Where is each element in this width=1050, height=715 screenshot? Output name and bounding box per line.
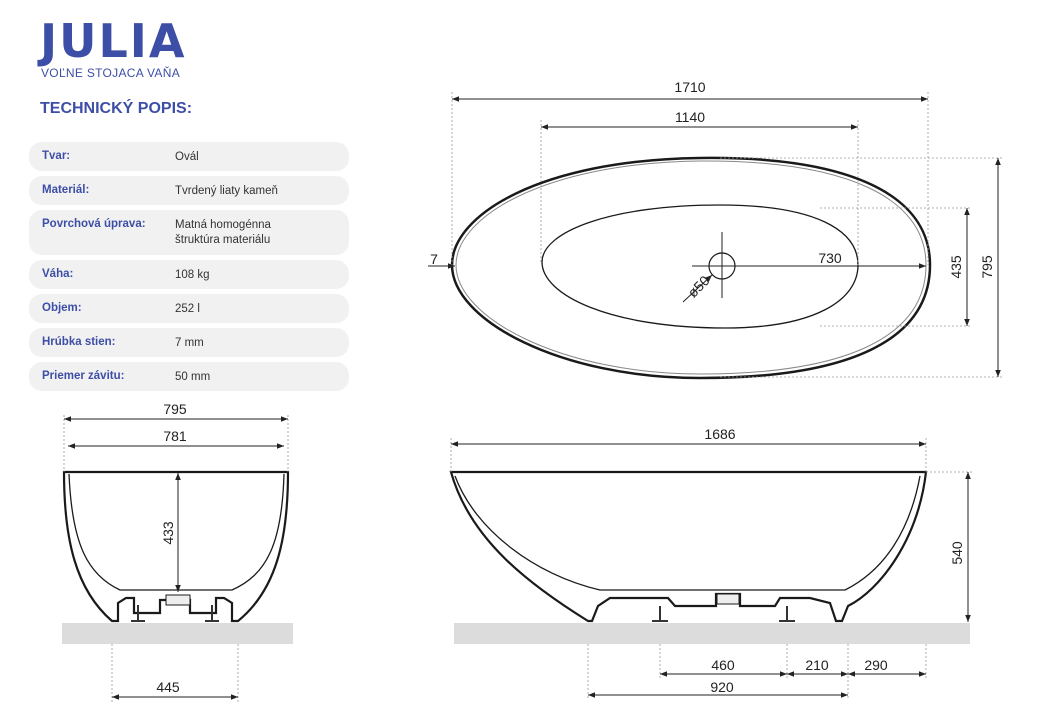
end-outer-label: 795 xyxy=(163,401,187,417)
dim-inner-label: 1140 xyxy=(675,109,705,125)
spec-key: Priemer závitu: xyxy=(42,370,125,382)
top-view: 1710 1140 7 730 ø50 435 795 xyxy=(428,79,1003,380)
side-height-label: 540 xyxy=(949,541,965,565)
side-floor-block xyxy=(454,623,970,644)
floor-block xyxy=(62,623,293,644)
side-length-label: 1686 xyxy=(704,426,735,442)
spec-row-volume: Objem: 252 l xyxy=(29,294,349,323)
dim-wall-label: 7 xyxy=(430,251,438,267)
spec-value: Matná homogénna štruktúra materiálu xyxy=(175,219,271,246)
spec-value: 108 kg xyxy=(175,269,210,281)
side-d3-label: 290 xyxy=(864,657,888,673)
spec-row-thread: Priemer závitu: 50 mm xyxy=(29,362,349,391)
side-d4-label: 920 xyxy=(710,679,734,695)
side-d1-label: 460 xyxy=(711,657,735,673)
spec-row-shape: Tvar: Ovál xyxy=(29,142,349,171)
side-d2-label: 210 xyxy=(805,657,829,673)
spec-value: 50 mm xyxy=(175,371,211,383)
product-subtitle: VOĽNE STOJACA VAŇA xyxy=(41,66,180,80)
spec-value: Ovál xyxy=(175,151,199,163)
spec-row-weight: Váha: 108 kg xyxy=(29,260,349,289)
product-title: JULIA xyxy=(40,14,187,68)
side-tub-inner xyxy=(454,475,921,591)
side-view: 1686 540 460 210 290 920 xyxy=(449,426,972,700)
dim-drain-offset-label: 730 xyxy=(818,250,842,266)
side-tub-shell xyxy=(449,470,928,623)
spec-row-material: Materiál: Tvrdený liaty kameň xyxy=(29,176,349,205)
end-view: 795 781 433 445 xyxy=(62,401,293,702)
spec-value: Tvrdený liaty kameň xyxy=(175,185,278,197)
end-inner-label: 781 xyxy=(163,428,187,444)
end-drain xyxy=(165,594,191,606)
spec-value: 252 l xyxy=(175,303,200,315)
spec-key: Hrúbka stien: xyxy=(42,336,116,348)
dim-length-label: 1710 xyxy=(674,79,705,95)
section-heading: TECHNICKÝ POPIS: xyxy=(40,100,193,117)
dim-inner-width-label: 435 xyxy=(948,255,964,279)
spec-row-wall: Hrúbka stien: 7 mm xyxy=(29,328,349,357)
spec-key: Tvar: xyxy=(42,150,71,162)
spec-value: 7 mm xyxy=(175,337,204,349)
spec-key: Materiál: xyxy=(42,184,90,196)
end-depth-label: 433 xyxy=(160,521,176,545)
end-feet-label: 445 xyxy=(156,679,180,695)
tub-rim-line xyxy=(455,160,927,375)
spec-table: Tvar: Ovál Materiál: Tvrdený liaty kameň P… xyxy=(29,142,349,396)
tub-outer-outline xyxy=(450,156,932,380)
spec-key: Objem: xyxy=(42,302,82,314)
dim-width-label: 795 xyxy=(979,255,995,279)
spec-row-finish: Povrchová úprava: Matná homogénna štruktú… xyxy=(29,210,349,255)
spec-key: Váha: xyxy=(42,268,74,280)
spec-key: Povrchová úprava: xyxy=(42,218,146,230)
